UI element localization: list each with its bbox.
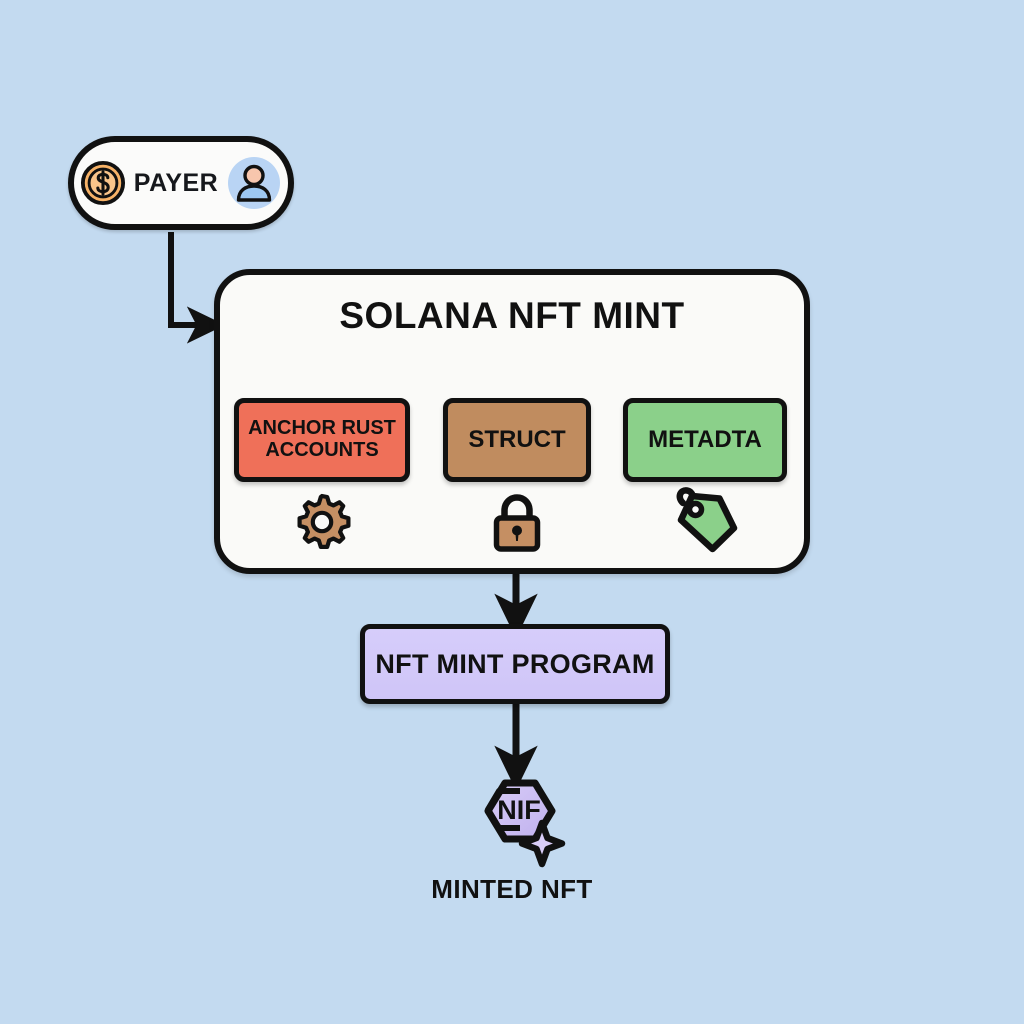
- payer-node[interactable]: PAYER: [68, 136, 294, 230]
- gear-icon: [297, 493, 351, 549]
- minted-nft-caption: MINTED NFT: [431, 874, 593, 904]
- dollar-coin-icon: [80, 160, 125, 206]
- lock-icon: [493, 494, 541, 552]
- component-metadta[interactable]: METADTA: [623, 398, 787, 482]
- user-avatar-icon: [228, 157, 281, 209]
- minted-nft-badge-icon: NIF: [484, 779, 566, 868]
- tag-icon: [676, 487, 738, 553]
- connector-payer-to-card: [168, 232, 226, 344]
- card-title: SOLANA NFT MINT: [339, 295, 685, 336]
- badge-text: NIF: [497, 795, 541, 825]
- payer-label: PAYER: [133, 168, 219, 197]
- component-struct[interactable]: STRUCT: [443, 398, 591, 482]
- component-anchor-rust-accounts[interactable]: ANCHOR RUST ACCOUNTS: [234, 398, 410, 482]
- nft-mint-program-box[interactable]: NFT MINT PROGRAM: [360, 624, 670, 704]
